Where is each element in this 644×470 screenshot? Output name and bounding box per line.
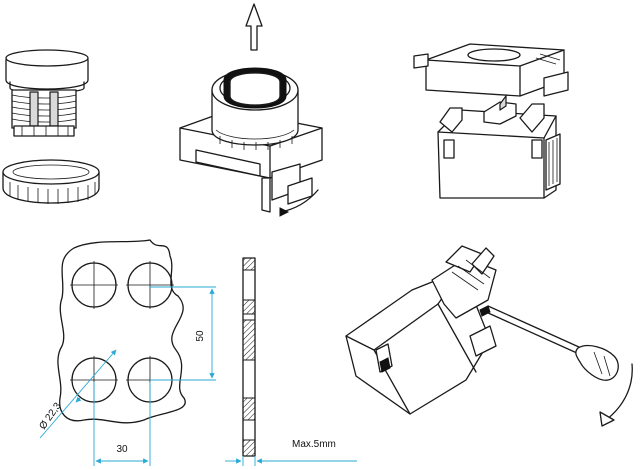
screwdriver-icon <box>479 305 619 381</box>
mounted-head-drawing <box>179 67 323 217</box>
panel-hole <box>70 261 118 309</box>
vertical-spacing-dimension: 50 <box>150 286 216 381</box>
contact-block-drawing <box>437 95 561 199</box>
horizontal-spacing-label: 30 <box>116 444 128 455</box>
rotation-arrow-icon <box>599 363 633 427</box>
hole-diameter-label: Ø 22,3 <box>37 400 63 431</box>
adapter-drawing <box>413 43 569 97</box>
panel-section-drawing <box>242 257 256 457</box>
horizontal-spacing-dimension: 30 <box>93 382 151 466</box>
panel-thickness-label: Max.5mm <box>292 439 336 450</box>
panel-thickness-dimension: Max.5mm <box>225 439 357 466</box>
fixing-nut-drawing <box>2 159 100 204</box>
contact-block-removal-drawing <box>345 245 497 415</box>
pushbutton-head-drawing <box>5 49 89 137</box>
mounting-arrow-icon <box>245 3 263 51</box>
panel-cutout-drawing <box>57 239 186 424</box>
vertical-spacing-label: 50 <box>195 330 206 342</box>
panel-hole <box>126 261 174 309</box>
